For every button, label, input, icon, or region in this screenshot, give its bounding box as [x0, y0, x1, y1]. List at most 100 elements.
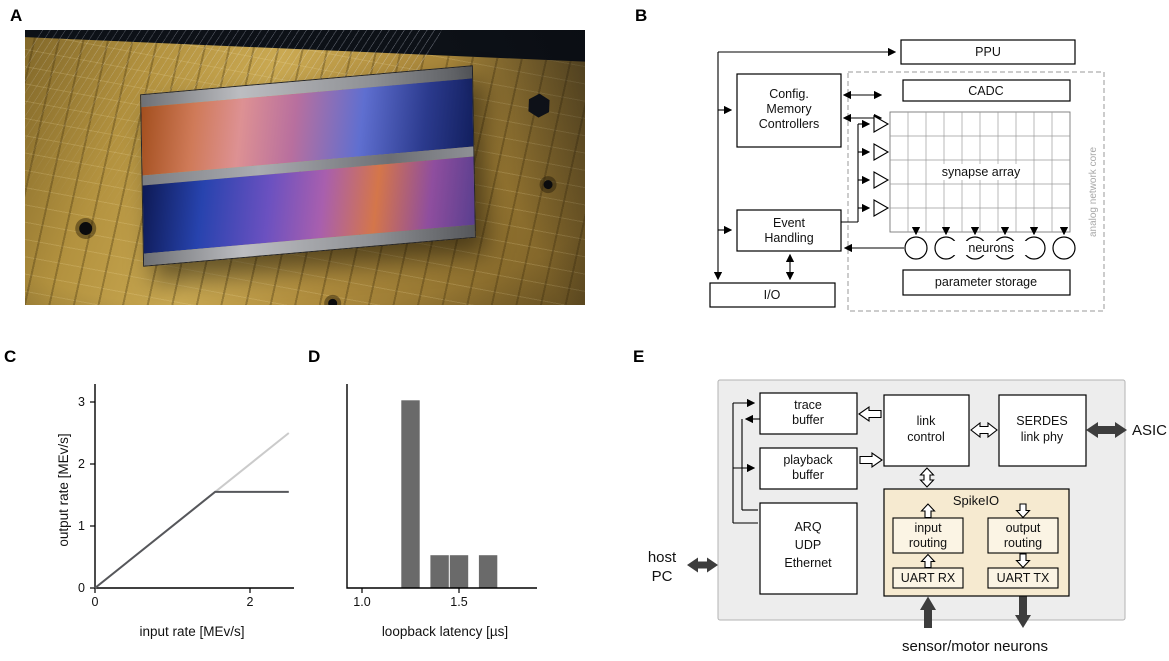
neuron-circle: [904, 236, 928, 260]
panel-c-label: C: [4, 347, 17, 366]
output-routing-label-1: output: [1006, 521, 1041, 535]
input-routing-box: [892, 517, 964, 554]
arq-label-2: UDP: [795, 538, 821, 552]
uart-tx-label: UART TX: [997, 571, 1050, 585]
trace-buffer-label-2: buffer: [792, 413, 824, 427]
panel-e-label: E: [633, 347, 645, 366]
config-memory-label-1: Config.: [769, 87, 809, 101]
chart-d-xlabel: loopback latency [µs]: [382, 624, 508, 639]
chart-c-series: [94, 432, 290, 589]
chart-c-xlabel: input rate [MEv/s]: [139, 624, 244, 639]
cadc-box: [902, 79, 1071, 102]
synapse-array: synapse array: [889, 111, 1071, 233]
playback-buffer-box: [759, 447, 858, 490]
synapse-driver-triangle: [873, 143, 890, 161]
latency-bar-3: [478, 555, 498, 588]
host-pc-arrow: [687, 557, 718, 573]
config-memory-label-2: Memory: [766, 102, 812, 116]
asic-label: ASIC: [1132, 422, 1167, 439]
chart-c-ylabel: output rate [MEv/s]: [56, 433, 71, 546]
sensor-input-arrow: [920, 596, 936, 628]
serdes-label-1: SERDES: [1016, 414, 1067, 428]
synapse-driver-triangle: [873, 171, 890, 189]
arq-label-3: Ethernet: [784, 556, 832, 570]
host-bus-lines: [732, 398, 760, 524]
input-routing-label-2: routing: [909, 536, 947, 550]
chart-d-bars: [401, 400, 498, 588]
parameter-storage-box: [902, 269, 1071, 296]
output-routing-down-arrow: [1015, 503, 1031, 519]
y-tick-label: 3: [78, 395, 85, 409]
link-spikeio-arrow: [919, 467, 935, 488]
output-routing-label-2: routing: [1004, 536, 1042, 550]
photo-vignette: [25, 30, 585, 305]
ppu-box: [900, 39, 1076, 65]
x-tick-label: 2: [247, 595, 254, 609]
x-tick-label: 1.5: [450, 595, 467, 609]
arq-label-1: ARQ: [794, 520, 821, 534]
hollow-flow-arrows: [858, 405, 1031, 569]
input-routing-label-1: input: [914, 521, 942, 535]
link-serdes-arrow: [970, 421, 998, 439]
event-handling-box: [736, 209, 842, 252]
io-box: [709, 282, 836, 308]
host-pc-label-1: host: [648, 549, 677, 566]
latency-bar-2: [449, 555, 469, 588]
spikeio-label: SpikeIO: [953, 493, 999, 508]
io-rate-chart: 0 2 0 1 2 3 output rate [MEv/s] input ra…: [56, 384, 294, 639]
uart-rx-label: UART RX: [901, 571, 956, 585]
link-control-label-1: link: [917, 414, 937, 428]
playback-to-link-arrow: [859, 451, 883, 469]
uart-rx-to-input-arrow: [920, 553, 936, 569]
x-tick-label: 1.0: [353, 595, 370, 609]
config-memory-box: [736, 73, 842, 148]
asic-arrow: [1086, 422, 1127, 438]
panel-b-label: B: [635, 6, 648, 25]
panel-d-label: D: [308, 347, 321, 366]
motor-output-arrow: [1015, 596, 1031, 628]
trace-buffer-box: [759, 392, 858, 435]
event-handling-label-1: Event: [773, 216, 805, 230]
chip-photograph: [25, 30, 585, 305]
x-tick-label: 0: [92, 595, 99, 609]
latency-histogram: 1.0 1.5 loopback latency [µs]: [346, 384, 537, 639]
host-pc-label-2: PC: [652, 568, 673, 585]
ppu-label: PPU: [975, 45, 1001, 59]
parameter-storage-label: parameter storage: [935, 275, 1037, 289]
thick-external-arrows: [687, 422, 1127, 628]
synapse-label-bg: [931, 164, 1031, 180]
synapse-driver-triangle: [873, 115, 890, 133]
playback-buffer-label-1: playback: [783, 453, 833, 467]
analog-core-label: analog network core: [1088, 147, 1099, 237]
output-to-uart-tx-arrow: [1015, 553, 1031, 569]
latency-bar-0: [401, 400, 420, 588]
analog-network-core-boundary: [847, 71, 1105, 312]
chart-c-line-1: [94, 490, 289, 589]
cadc-label: CADC: [968, 84, 1003, 98]
synapse-driver-arrows: [841, 115, 890, 223]
config-memory-label-3: Controllers: [759, 117, 819, 131]
panel-b-chip-diagram: analog network core PPU Config. Memory C…: [709, 39, 1105, 312]
system-bus-arrows: [713, 47, 897, 281]
synapse-driver-triangle: [873, 199, 890, 217]
event-handling-label-2: Handling: [764, 231, 813, 245]
neurons-label-bg: [953, 241, 1029, 255]
output-routing-box: [987, 517, 1059, 554]
chart-c-axes: [94, 384, 294, 589]
chart-d-axes: [346, 384, 537, 589]
sensor-motor-label: sensor/motor neurons: [902, 638, 1048, 655]
neuron-row: neurons: [904, 226, 1076, 260]
link-to-trace-arrow: [858, 405, 882, 423]
serdes-box: [998, 394, 1087, 467]
chart-d-ticks: 1.0 1.5: [353, 588, 468, 609]
panel-e-fpga-diagram: trace buffer playback buffer ARQ UDP Eth…: [648, 379, 1167, 655]
y-tick-label: 2: [78, 457, 85, 471]
panel-a-label: A: [10, 6, 23, 25]
neurons-label: neurons: [968, 241, 1013, 255]
playback-buffer-label-2: buffer: [792, 468, 824, 482]
y-tick-label: 0: [78, 581, 85, 595]
arq-ethernet-box: [759, 502, 858, 595]
latency-bar-1: [430, 555, 449, 588]
link-control-label-2: control: [907, 430, 945, 444]
trace-buffer-label-1: trace: [794, 398, 822, 412]
